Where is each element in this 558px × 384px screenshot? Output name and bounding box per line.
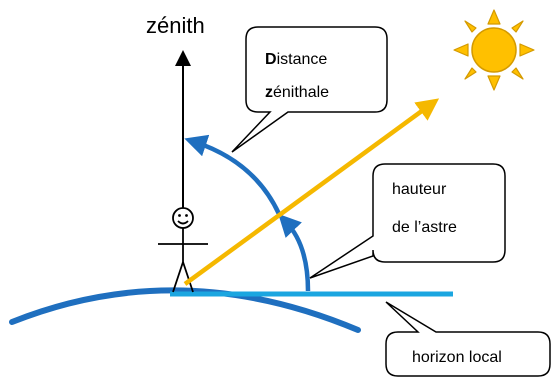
callout-horizon: horizon local	[385, 301, 551, 377]
star-direction-ray	[183, 98, 440, 286]
sun-icon	[453, 9, 535, 91]
svg-text:zénithale: zénithale	[265, 84, 329, 101]
observer-stick-figure-icon	[158, 207, 208, 293]
altitude-arc	[278, 213, 311, 292]
svg-text:Distance: Distance	[265, 51, 327, 68]
callout-zenith-distance: Distance zénithale	[231, 26, 388, 153]
callout-altitude-line1: hauteur	[392, 181, 447, 198]
callout-zenith-distance-bold-1: D	[265, 51, 277, 68]
callout-horizon-text: horizon local	[412, 349, 502, 366]
zenith-distance-arc	[184, 134, 282, 215]
earth-surface-arc	[9, 287, 361, 333]
callout-zenith-distance-rest-1: istance	[277, 51, 328, 68]
zenith-label: zénith	[146, 13, 205, 38]
callout-altitude-line2: de l’astre	[392, 219, 457, 236]
callout-altitude: hauteur de l’astre	[309, 163, 506, 279]
callout-zenith-distance-rest-2: énithale	[273, 84, 329, 101]
callout-zenith-distance-bold-2: z	[265, 84, 273, 101]
